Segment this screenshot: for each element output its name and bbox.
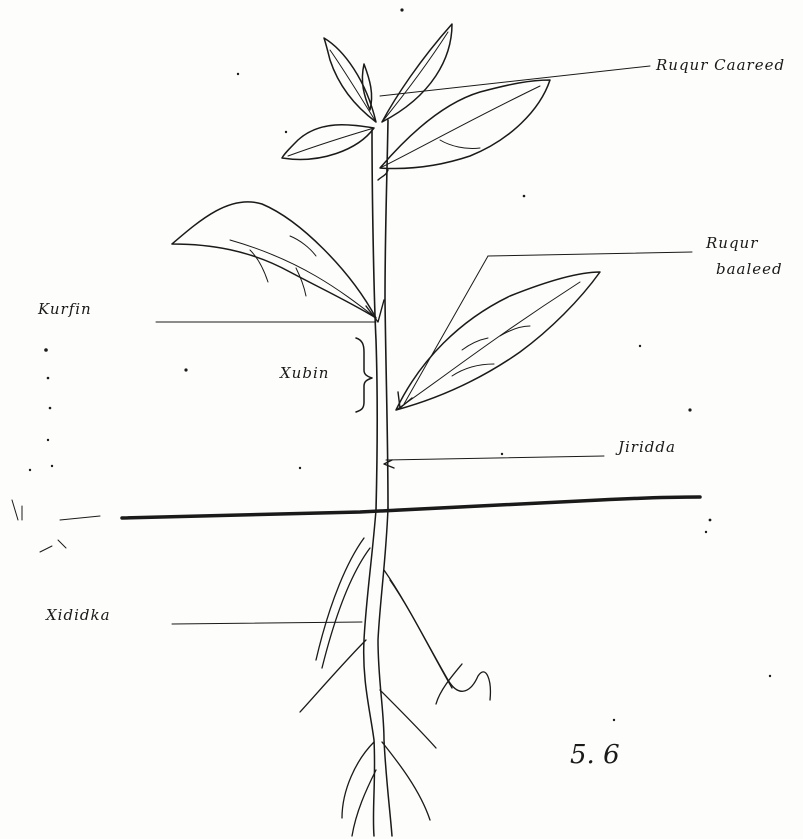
leaf-left: [172, 202, 376, 318]
root-system: [300, 508, 490, 836]
label-root: Xididka: [46, 606, 111, 624]
terminal-bud-leaves: [282, 24, 550, 169]
leader-root: [172, 622, 362, 624]
label-terminal-bud: Ruqur Caareed: [656, 56, 785, 74]
figure-number: 5. 6: [570, 740, 620, 770]
leader-stem: [386, 456, 604, 460]
leaf-right: [396, 272, 600, 410]
label-axillary-bud: Ruqur: [706, 234, 758, 252]
label-stem: Jiridda: [618, 438, 676, 456]
label-node: Kurfin: [38, 300, 92, 318]
ground-line: [122, 497, 700, 518]
internode-brace: [356, 338, 372, 412]
scan-marks: [12, 8, 771, 721]
leader-axillary-bud-branch: [404, 256, 488, 404]
leader-terminal-bud: [380, 66, 650, 96]
label-axillary-bud-2: baaleed: [716, 260, 783, 278]
label-internode: Xubin: [280, 364, 329, 382]
leader-axillary-bud: [488, 252, 692, 256]
